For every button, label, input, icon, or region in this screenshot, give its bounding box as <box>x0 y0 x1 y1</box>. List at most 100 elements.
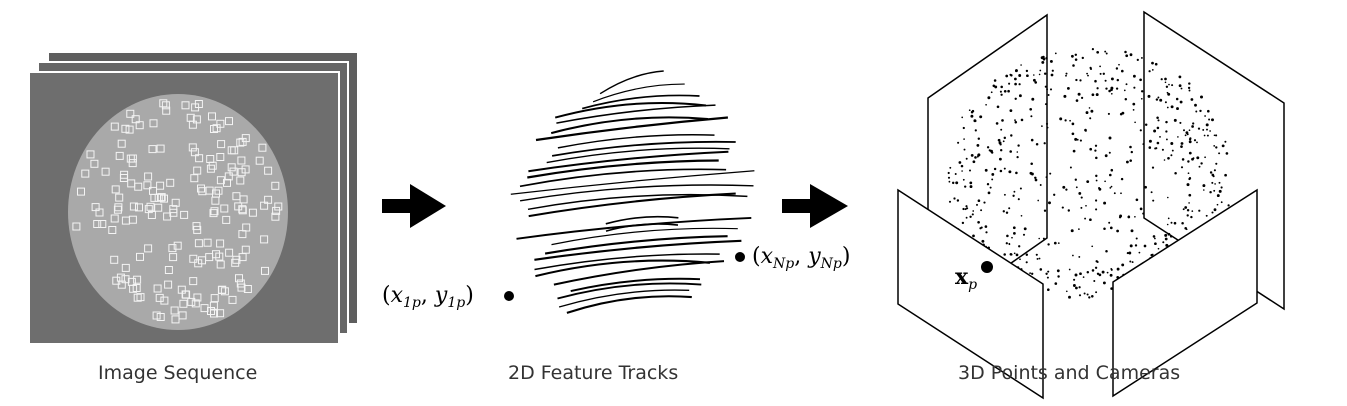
feature-box <box>156 181 165 190</box>
cloud-point <box>985 231 988 234</box>
cloud-point <box>1161 148 1164 151</box>
feature-box <box>228 295 237 304</box>
feature-box <box>271 212 280 221</box>
cloud-point <box>1140 97 1143 100</box>
cloud-point <box>984 168 988 172</box>
feature-box <box>232 192 241 201</box>
cloud-point <box>1108 89 1111 93</box>
cloud-point <box>1043 142 1046 145</box>
cloud-point <box>1156 141 1160 145</box>
cloud-point <box>1089 218 1092 222</box>
feature-box <box>260 235 269 244</box>
cloud-point <box>1184 134 1187 137</box>
cloud-point <box>1164 77 1167 81</box>
cloud-point <box>1071 122 1075 126</box>
cloud-point <box>996 105 1000 109</box>
cloud-point <box>1065 72 1068 75</box>
cloud-point <box>1046 276 1049 279</box>
feature-box <box>215 252 224 261</box>
cloud-point <box>1070 54 1074 58</box>
feature-box <box>208 112 216 121</box>
feature-box <box>220 204 229 213</box>
cloud-point <box>965 205 968 208</box>
feature-box <box>154 203 163 212</box>
cloud-point <box>999 169 1003 173</box>
cloud-point <box>999 90 1002 93</box>
cloud-point <box>1005 242 1008 245</box>
cloud-point <box>1009 252 1013 256</box>
feature-box <box>209 301 218 310</box>
cloud-point <box>1095 156 1098 160</box>
cloud-point <box>1025 253 1029 257</box>
cloud-point <box>1164 81 1167 84</box>
cloud-point <box>1108 136 1112 140</box>
cloud-point <box>1193 139 1197 142</box>
cloud-point <box>1180 166 1184 169</box>
cloud-point <box>1224 140 1227 143</box>
cloud-point <box>1182 208 1185 211</box>
cloud-point <box>1109 226 1113 230</box>
track-line <box>519 168 727 188</box>
cloud-point <box>1128 251 1132 255</box>
feature-box <box>77 187 85 196</box>
feature-box <box>181 101 190 110</box>
cloud-point <box>1165 120 1168 124</box>
cloud-point <box>1167 217 1170 220</box>
camera-plane-front-right <box>1112 188 1258 398</box>
feature-box <box>129 284 138 293</box>
cloud-point <box>1003 253 1006 256</box>
feature-box <box>110 214 119 223</box>
cloud-point <box>990 91 993 94</box>
cloud-point <box>1095 291 1098 294</box>
feature-box <box>115 193 124 202</box>
cloud-point <box>993 79 997 82</box>
cloud-point <box>1006 234 1009 238</box>
cloud-point <box>1110 185 1113 188</box>
cloud-point <box>1002 210 1005 213</box>
cloud-point <box>1013 232 1016 235</box>
cloud-point <box>1119 214 1123 218</box>
cloud-point <box>1008 207 1011 210</box>
cloud-point <box>1126 252 1129 255</box>
feature-box <box>144 205 153 214</box>
cloud-point <box>1088 107 1091 109</box>
feature-box <box>126 109 135 118</box>
cloud-point <box>1065 74 1067 77</box>
cloud-point <box>954 173 957 175</box>
cloud-point <box>977 137 980 140</box>
cloud-point <box>1044 103 1048 106</box>
cloud-point <box>969 181 973 185</box>
feature-box <box>193 225 202 234</box>
cloud-point <box>1093 279 1096 283</box>
cloud-point <box>989 186 992 189</box>
feature-box <box>206 155 215 163</box>
feature-box <box>194 259 203 268</box>
feature-box <box>113 205 122 214</box>
feature-box <box>152 311 161 320</box>
cloud-point <box>1034 178 1038 182</box>
cloud-point <box>1085 111 1089 115</box>
cloud-point <box>1018 94 1022 98</box>
cloud-point <box>1115 67 1119 70</box>
cloud-point <box>1134 121 1136 124</box>
cloud-point <box>1039 268 1043 271</box>
cloud-point <box>971 109 975 113</box>
cloud-point <box>1041 125 1043 127</box>
feature-box <box>241 245 250 254</box>
cloud-point <box>1079 272 1082 276</box>
caption-feature-tracks: 2D Feature Tracks <box>508 362 679 384</box>
cloud-point <box>1180 142 1184 145</box>
cloud-point <box>986 146 990 149</box>
cloud-point <box>1029 272 1031 274</box>
cloud-point <box>1096 87 1099 90</box>
track-line <box>534 239 742 261</box>
cloud-point <box>1014 97 1017 100</box>
cloud-point <box>1216 203 1219 206</box>
cloud-point <box>1194 103 1197 107</box>
cloud-point <box>1001 119 1004 122</box>
cloud-point <box>1188 193 1192 197</box>
cloud-point <box>1200 162 1203 165</box>
feature-box <box>236 279 245 288</box>
cloud-point <box>955 181 959 185</box>
feature-box <box>149 119 158 128</box>
